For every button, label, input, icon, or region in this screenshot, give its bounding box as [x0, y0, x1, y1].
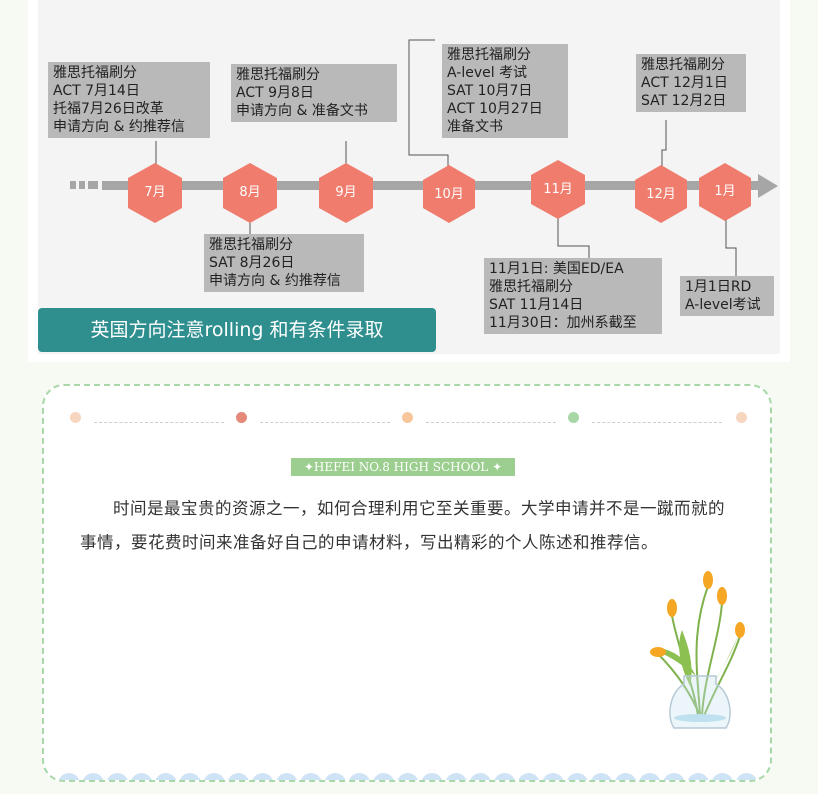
scallop: [203, 773, 225, 780]
hex-dec: [635, 165, 687, 223]
aug-events-box: 雅思托福刷分 SAT 8月26日 申请方向 & 约推荐信: [204, 234, 364, 292]
scallop: [397, 773, 419, 780]
dec-event: 雅思托福刷分: [641, 57, 725, 73]
scallop: [615, 773, 636, 780]
scallop: [58, 773, 80, 780]
scallop: [349, 773, 370, 780]
month-label-jul: 7月: [144, 185, 166, 200]
decor-dash: [426, 422, 556, 423]
decor-dot: [70, 412, 81, 423]
uk-note-banner: 英国方向注意rolling 和有条件录取: [38, 308, 436, 352]
aug-event: SAT 8月26日: [209, 255, 295, 271]
decor-dot: [736, 412, 747, 423]
nov-event: 11月1日: 美国ED/EA: [489, 261, 624, 277]
hex-nov: [531, 160, 585, 219]
timeline-track: [70, 39, 778, 276]
oct-event: ACT 10月27日: [447, 101, 543, 117]
nov-event: 雅思托福刷分: [489, 279, 573, 295]
scallop: [566, 773, 588, 780]
hex-oct: [423, 165, 475, 223]
jul-event: ACT 7月14日: [53, 83, 140, 99]
scallop: [542, 773, 564, 780]
scallop: [155, 773, 177, 780]
scallop: [82, 773, 104, 780]
decor-dash: [592, 422, 722, 423]
sep-events-box: 雅思托福刷分 ACT 9月8日 申请方向 & 准备文书: [231, 64, 397, 122]
jan-events-box: 1月1日RD A-level考试: [680, 276, 774, 316]
month-label-aug: 8月: [239, 185, 261, 200]
month-label-jan: 1月: [714, 184, 736, 199]
decor-dash: [260, 422, 390, 423]
aug-event: 雅思托福刷分: [209, 237, 293, 253]
scallop: [639, 773, 661, 780]
jul-event: 托福7月26日改革: [53, 101, 164, 117]
sep-event: ACT 9月8日: [236, 85, 314, 101]
scallop-border: [58, 773, 757, 780]
decor-dash: [94, 422, 224, 423]
hex-jul: [128, 163, 182, 223]
sep-event: 申请方向 & 准备文书: [236, 103, 368, 119]
month-hexagons: [128, 160, 751, 223]
scallop: [687, 773, 709, 780]
decor-dot: [402, 412, 413, 423]
intro-paragraph: 时间是最宝贵的资源之一，如何合理利用它至关重要。大学申请并不是一蹴而就的事情，要…: [80, 499, 725, 552]
aug-event: 申请方向 & 约推荐信: [209, 273, 341, 289]
scallop: [131, 773, 152, 780]
sep-event: 雅思托福刷分: [236, 67, 320, 83]
month-label-dec: 12月: [646, 187, 676, 202]
track-tick: [79, 181, 85, 189]
decor-dot: [568, 412, 579, 423]
scallop: [591, 773, 612, 780]
hex-sep: [319, 163, 373, 223]
scallop: [445, 773, 467, 780]
oct-event: A-level 考试: [447, 65, 528, 81]
jul-event: 雅思托福刷分: [53, 65, 137, 81]
scallop: [324, 773, 346, 780]
scallop: [252, 773, 273, 780]
oct-events-box: 雅思托福刷分 A-level 考试 SAT 10月7日 ACT 10月27日 准…: [442, 44, 568, 138]
month-label-oct: 10月: [434, 187, 464, 202]
arrow-right-icon: [758, 174, 778, 198]
oct-event: 准备文书: [447, 119, 503, 135]
scallop: [373, 773, 394, 780]
jul-events-box: 雅思托福刷分 ACT 7月14日 托福7月26日改革 申请方向 & 约推荐信: [48, 62, 210, 138]
timeline-graphic: 7月 8月 9月 10月 11月 12月 1月 雅思托福刷分 ACT 7月14日…: [38, 0, 780, 354]
timeline-panel: 7月 8月 9月 10月 11月 12月 1月 雅思托福刷分 ACT 7月14日…: [28, 0, 790, 362]
scallop: [107, 773, 128, 780]
note-card: ✦HEFEI NO.8 HIGH SCHOOL ✦ 时间是最宝贵的资源之一，如何…: [42, 384, 772, 782]
track-tick: [88, 181, 98, 189]
flower-vase-icon: [650, 571, 745, 729]
jan-event: A-level考试: [685, 297, 761, 313]
nov-event: 11月30日：加州系截至: [489, 315, 637, 331]
nov-events-box: 11月1日: 美国ED/EA 雅思托福刷分 SAT 11月14日 11月30日：…: [484, 258, 662, 334]
dec-event: SAT 12月2日: [641, 93, 727, 109]
scallop: [300, 773, 322, 780]
jan-event: 1月1日RD: [685, 279, 752, 295]
connector-lines: [155, 39, 737, 276]
scallop: [421, 773, 443, 780]
nov-event: SAT 11月14日: [489, 297, 584, 313]
jul-event: 申请方向 & 约推荐信: [53, 119, 185, 135]
scallop: [228, 773, 249, 780]
dec-event: ACT 12月1日: [641, 75, 728, 91]
scallop: [276, 773, 298, 780]
scallop: [518, 773, 540, 780]
hex-jan: [699, 163, 751, 221]
scallop: [470, 773, 491, 780]
decor-dot: [236, 412, 247, 423]
school-badge: ✦HEFEI NO.8 HIGH SCHOOL ✦: [291, 458, 515, 476]
scallop: [712, 773, 733, 780]
scallop: [494, 773, 515, 780]
oct-event: 雅思托福刷分: [447, 47, 531, 63]
scallop: [663, 773, 685, 780]
oct-event: SAT 10月7日: [447, 83, 533, 99]
hex-aug: [223, 163, 277, 223]
month-label-nov: 11月: [543, 182, 573, 197]
track-tick: [70, 181, 76, 189]
month-label-sep: 9月: [335, 185, 357, 200]
scallop: [736, 773, 757, 780]
dec-events-box: 雅思托福刷分 ACT 12月1日 SAT 12月2日: [636, 54, 746, 112]
scallop: [179, 773, 201, 780]
